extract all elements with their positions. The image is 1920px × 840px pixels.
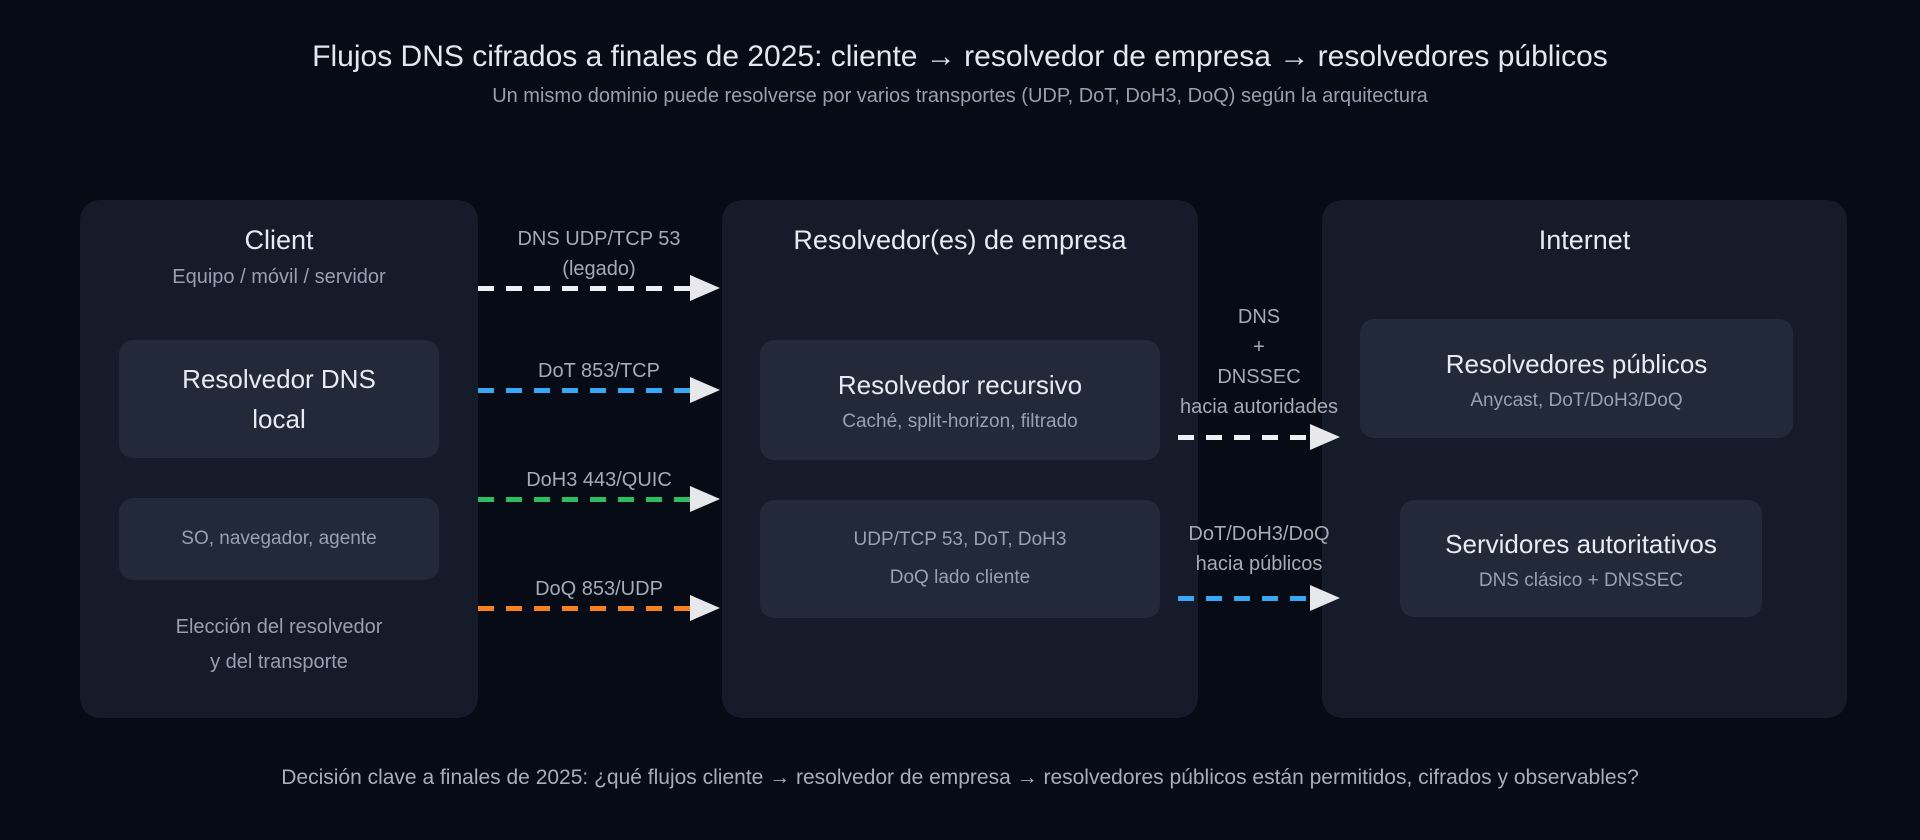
dashed-line bbox=[478, 497, 692, 502]
arrowhead-icon bbox=[1310, 585, 1340, 611]
arrowhead-icon bbox=[690, 377, 720, 403]
panel-internet: Internet Resolvedores públicos Anycast, … bbox=[1322, 200, 1847, 718]
card-resolvedor-dns-local-title: Resolvedor DNS local bbox=[182, 364, 376, 434]
dashed-line bbox=[478, 286, 692, 291]
diagram-footer: Decisión clave a finales de 2025: ¿qué f… bbox=[281, 766, 1639, 789]
card-resolvedores-publicos-title: Resolvedores públicos bbox=[1445, 348, 1708, 379]
client-note: Elección del resolvedor y del transporte bbox=[175, 616, 383, 673]
panel-client-subtitle: Equipo / móvil / servidor bbox=[172, 266, 386, 288]
panel-client-title: Client bbox=[244, 225, 314, 255]
card-resolvedores-publicos: Resolvedores públicos Anycast, DoT/DoH3/… bbox=[1360, 319, 1793, 438]
flow-dns-udp-tcp-53-label: DNS UDP/TCP 53 (legado) bbox=[517, 228, 681, 280]
flow-dns-udp-tcp-53: DNS UDP/TCP 53 (legado) bbox=[478, 228, 720, 301]
card-resolvedor-recursivo: Resolvedor recursivo Caché, split-horizo… bbox=[760, 340, 1160, 460]
dashed-line bbox=[478, 388, 692, 393]
panel-internet-title: Internet bbox=[1538, 225, 1631, 255]
card-resolvedores-publicos-subtitle: Anycast, DoT/DoH3/DoQ bbox=[1470, 389, 1683, 411]
dashed-line bbox=[1178, 435, 1312, 440]
diagram-subtitle: Un mismo dominio puede resolverse por va… bbox=[492, 85, 1428, 107]
flow-doh3-443-quic: DoH3 443/QUIC bbox=[478, 469, 720, 512]
arrowhead-icon bbox=[1310, 424, 1340, 450]
card-transportes-lado-cliente-text: UDP/TCP 53, DoT, DoH3 DoQ lado cliente bbox=[853, 529, 1067, 588]
panel-enterprise-title: Resolvedor(es) de empresa bbox=[793, 225, 1127, 255]
arrowhead-icon bbox=[690, 595, 720, 621]
panel-client: Client Equipo / móvil / servidor Resolve… bbox=[80, 200, 478, 718]
arrowhead-icon bbox=[690, 486, 720, 512]
arrowhead-icon bbox=[690, 275, 720, 301]
card-servidores-autoritativos-subtitle: DNS clásico + DNSSEC bbox=[1478, 569, 1684, 591]
card-transportes-lado-cliente: UDP/TCP 53, DoT, DoH3 DoQ lado cliente bbox=[760, 500, 1160, 618]
card-servidores-autoritativos: Servidores autoritativos DNS clásico + D… bbox=[1400, 500, 1762, 617]
flow-dot-doh3-doq-publicos-label: DoT/DoH3/DoQ hacia públicos bbox=[1188, 523, 1330, 575]
flow-dot-doh3-doq-publicos: DoT/DoH3/DoQ hacia públicos bbox=[1178, 523, 1340, 611]
card-resolvedor-recursivo-title: Resolvedor recursivo bbox=[837, 370, 1083, 400]
flow-dot-853-tcp: DoT 853/TCP bbox=[478, 360, 720, 403]
flow-dot-853-tcp-label: DoT 853/TCP bbox=[538, 360, 660, 382]
dashed-line bbox=[478, 606, 692, 611]
diagram-title: Flujos DNS cifrados a finales de 2025: c… bbox=[312, 40, 1608, 73]
card-so-navegador-agente-text: SO, navegador, agente bbox=[181, 528, 377, 549]
flow-doq-853-udp: DoQ 853/UDP bbox=[478, 578, 720, 621]
card-resolvedor-dns-local: Resolvedor DNS local bbox=[119, 340, 439, 458]
card-so-navegador-agente: SO, navegador, agente bbox=[119, 498, 439, 580]
panel-enterprise: Resolvedor(es) de empresa Resolvedor rec… bbox=[722, 200, 1198, 718]
card-servidores-autoritativos-title: Servidores autoritativos bbox=[1445, 528, 1717, 559]
flow-doh3-443-quic-label: DoH3 443/QUIC bbox=[526, 469, 672, 491]
card-resolvedor-recursivo-subtitle: Caché, split-horizon, filtrado bbox=[842, 411, 1078, 432]
dashed-line bbox=[1178, 596, 1312, 601]
flow-doq-853-udp-label: DoQ 853/UDP bbox=[535, 578, 663, 600]
flow-dns-dnssec-autoridades: DNS + DNSSEC hacia autoridades bbox=[1178, 306, 1340, 450]
flow-dns-dnssec-autoridades-label: DNS + DNSSEC hacia autoridades bbox=[1180, 306, 1338, 418]
